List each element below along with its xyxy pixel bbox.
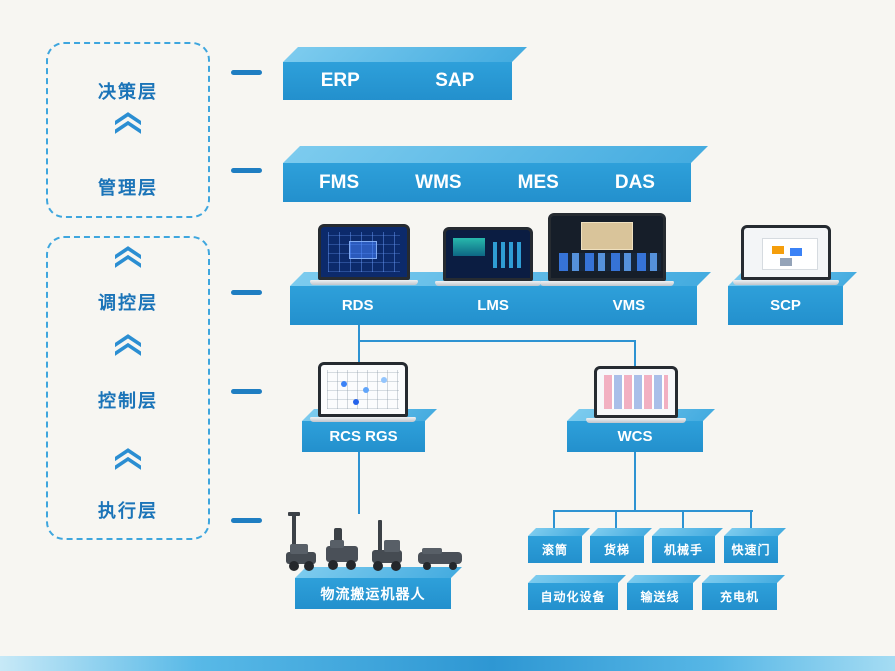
- device-bar-automation-equipment: 自动化设备: [528, 583, 618, 610]
- connector-line: [358, 325, 360, 341]
- rapid-door-label: 快速门: [731, 543, 771, 557]
- layer-label-control: 控制层: [98, 391, 158, 411]
- tick-decision: [231, 70, 262, 75]
- vms-laptop-screen: [548, 213, 666, 281]
- das-label: DAS: [614, 171, 655, 193]
- scp-laptop-screen: [741, 225, 831, 280]
- sap-label: SAP: [435, 70, 475, 91]
- rds-laptop-screen: [318, 224, 410, 280]
- tick-execution: [231, 518, 262, 523]
- dispatch-layer-bar: RDS LMS VMS: [290, 286, 697, 325]
- tick-dispatch: [231, 290, 262, 295]
- device-bar-charger: 充电机: [702, 583, 777, 610]
- device-bar-conveyor-line: 输送线: [627, 583, 693, 610]
- robots-bar: 物流搬运机器人: [295, 578, 451, 609]
- rcs-rgs-label: RCS RGS: [329, 428, 398, 445]
- double-chevron-up-icon: [115, 112, 141, 134]
- rcs-rgs-bar: RCS RGS: [302, 421, 425, 452]
- rcs-laptop-icon: [310, 362, 416, 422]
- mes-label: MES: [517, 171, 559, 193]
- tick-control: [231, 389, 262, 394]
- rds-label: RDS: [341, 297, 374, 314]
- connector-line: [553, 510, 555, 536]
- scp-laptop-base: [733, 280, 839, 285]
- connector-line: [553, 510, 753, 512]
- freight-lift-label: 货梯: [603, 543, 630, 557]
- automation-equipment-label: 自动化设备: [540, 590, 606, 604]
- connector-line: [615, 510, 617, 536]
- scp-bar: SCP: [728, 286, 843, 325]
- vms-label: VMS: [612, 297, 646, 314]
- rds-laptop-icon: [310, 224, 418, 285]
- double-chevron-up-icon: [115, 334, 141, 356]
- decision-layer-bar: ERP SAP: [283, 62, 512, 100]
- connector-line: [358, 340, 360, 364]
- double-chevron-up-icon: [115, 448, 141, 470]
- device-bar-roller: 滚筒: [528, 536, 582, 563]
- upper-layers-group-box: [46, 42, 210, 218]
- layer-label-management: 管理层: [98, 178, 158, 198]
- scp-laptop-icon: [733, 225, 839, 285]
- wcs-laptop-screen: [594, 366, 678, 418]
- fms-label: FMS: [319, 171, 360, 193]
- wcs-label: WCS: [617, 428, 653, 445]
- agv-robot-fleet-icon: [286, 510, 466, 574]
- layer-label-dispatch: 调控层: [98, 293, 158, 313]
- lms-laptop-screen: [443, 227, 533, 281]
- connector-line: [358, 340, 636, 342]
- vms-laptop-icon: [540, 213, 674, 286]
- erp-label: ERP: [320, 70, 360, 91]
- rcs-laptop-base: [310, 417, 416, 422]
- layer-label-decision: 决策层: [98, 82, 158, 102]
- wcs-laptop-icon: [586, 366, 686, 423]
- conveyor-line-label: 输送线: [640, 590, 680, 604]
- robots-label: 物流搬运机器人: [320, 585, 426, 602]
- rcs-laptop-screen: [318, 362, 408, 417]
- roller-label: 滚筒: [541, 543, 568, 557]
- lms-laptop-icon: [435, 227, 541, 286]
- device-bar-robot-arm: 机械手: [652, 536, 715, 563]
- connector-line: [682, 510, 684, 536]
- device-bar-rapid-door: 快速门: [724, 536, 778, 563]
- wcs-bar: WCS: [567, 421, 703, 452]
- wcs-laptop-base: [586, 418, 686, 423]
- connector-line: [358, 452, 360, 514]
- layer-label-execution: 执行层: [98, 501, 158, 521]
- lms-label: LMS: [477, 297, 509, 314]
- lower-layers-group-box: [46, 236, 210, 540]
- rds-laptop-base: [310, 280, 418, 285]
- device-bar-freight-lift: 货梯: [590, 536, 644, 563]
- vms-laptop-base: [540, 281, 674, 286]
- lms-laptop-base: [435, 281, 541, 286]
- charger-label: 充电机: [719, 590, 759, 604]
- management-layer-bar: FMS WMS MES DAS: [283, 163, 691, 202]
- connector-line: [750, 510, 752, 536]
- scp-label: SCP: [770, 297, 801, 314]
- double-chevron-up-icon: [115, 246, 141, 268]
- robot-arm-label: 机械手: [663, 543, 703, 557]
- wms-label: WMS: [415, 171, 462, 193]
- bottom-accent-strip: [0, 656, 895, 671]
- connector-line: [634, 340, 636, 367]
- connector-line: [634, 452, 636, 511]
- tick-management: [231, 168, 262, 173]
